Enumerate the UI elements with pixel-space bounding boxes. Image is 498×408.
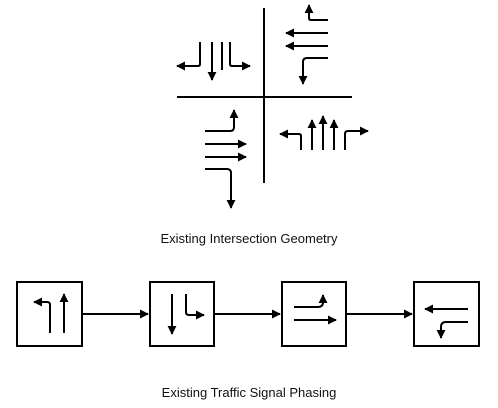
geometry-caption: Existing Intersection Geometry xyxy=(160,231,338,246)
wb-right-turn-arrow xyxy=(304,4,328,21)
nb-left-turn-arrow xyxy=(279,129,302,150)
westbound-approach xyxy=(285,4,328,85)
eastbound-approach xyxy=(205,109,247,209)
sb-right-turn-arrow xyxy=(176,42,201,71)
southbound-approach xyxy=(176,42,251,81)
phase-4-box xyxy=(413,281,480,347)
eb-right-turn-arrow xyxy=(205,168,236,209)
wb-left-turn-arrow xyxy=(298,57,328,85)
phase-4-left-arrow xyxy=(436,321,468,339)
phase-3-left-arrow xyxy=(294,294,328,308)
nb-right-turn-arrow xyxy=(344,126,369,150)
intersection-geometry xyxy=(176,4,369,209)
northbound-approach xyxy=(279,115,369,150)
phasing-caption: Existing Traffic Signal Phasing xyxy=(161,385,337,400)
phase-2-box xyxy=(149,281,215,347)
phase-3-box xyxy=(281,281,347,347)
phase-2-right-arrow xyxy=(185,294,205,320)
signal-phasing xyxy=(16,281,480,347)
eb-left-turn-arrow xyxy=(205,109,239,132)
sb-left-turn-arrow xyxy=(229,42,251,71)
phase-1-left-arrow xyxy=(33,297,51,333)
